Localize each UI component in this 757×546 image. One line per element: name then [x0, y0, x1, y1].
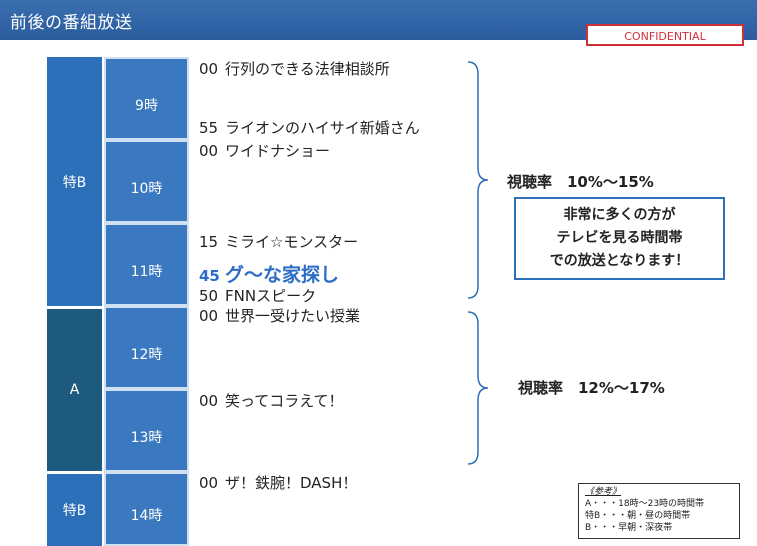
hour-block: 13時 — [104, 389, 189, 472]
hour-label: 11時 — [130, 263, 163, 280]
message-line: での放送となります！ — [549, 253, 690, 269]
program-item: 50 FNNスピーク — [199, 285, 316, 306]
program-item: 15 ミライ☆モンスター — [199, 231, 358, 252]
hour-label: 13時 — [130, 429, 163, 446]
hour-block: 14時 — [104, 472, 189, 546]
program-item: 00 世界一受けたい授業 — [199, 305, 360, 326]
rank-block-1: 特B — [47, 57, 102, 306]
hour-label: 10時 — [130, 180, 163, 197]
program-minute: 45 — [199, 267, 220, 285]
program-title: FNNスピーク — [225, 287, 317, 305]
program-item: 00 行列のできる法律相談所 — [199, 58, 390, 79]
hour-label: 14時 — [130, 508, 163, 524]
legend-line: B・・・早朝・深夜帯 — [585, 523, 673, 533]
message-line: 非常に多くの方が — [563, 207, 676, 223]
program-item: 55 ライオンのハイサイ新婚さん — [199, 117, 420, 138]
program-minute: 00 — [199, 392, 219, 410]
program-title: ライオンのハイサイ新婚さん — [225, 119, 420, 137]
legend-heading: 《参考》 — [585, 487, 622, 497]
rank-label: A — [69, 382, 80, 398]
rank-label: 特B — [62, 503, 87, 519]
hour-block: 12時 — [104, 306, 189, 389]
message-box: 非常に多くの方が テレビを見る時間帯 での放送となります！ — [514, 197, 725, 280]
program-title: ミライ☆モンスター — [225, 233, 359, 251]
hour-block: 10時 — [104, 140, 189, 223]
reference-legend: 《参考》 A・・・18時～23時の時間帯 特B・・・朝・昼の時間帯 B・・・早朝… — [578, 483, 740, 539]
brace-icon — [467, 311, 489, 465]
program-minute: 00 — [199, 307, 219, 325]
program-item: 00 ザ！鉄腕！DASH！ — [199, 472, 357, 493]
hour-label: 12時 — [130, 346, 163, 363]
program-minute: 15 — [199, 233, 219, 251]
hour-block: 11時 — [104, 223, 189, 306]
legend-line: 特B・・・朝・昼の時間帯 — [585, 511, 691, 521]
program-title: 笑ってコラえて！ — [225, 392, 344, 410]
hour-block: 9時 — [104, 57, 189, 140]
program-minute: 50 — [199, 287, 219, 305]
message-line: テレビを見る時間帯 — [556, 230, 683, 246]
legend-line: A・・・18時～23時の時間帯 — [585, 499, 705, 509]
rank-block-3: 特B — [47, 474, 102, 546]
page-title: 前後の番組放送 — [10, 13, 133, 33]
header-bar: 前後の番組放送 — [0, 0, 757, 40]
program-minute: 00 — [199, 60, 219, 78]
program-title: 世界一受けたい授業 — [225, 307, 361, 325]
rating-text: 視聴率 10%～15% — [507, 173, 654, 191]
rating-text: 視聴率 12%～17% — [518, 379, 665, 397]
program-minute: 00 — [199, 142, 219, 160]
program-item: 00 笑ってコラえて！ — [199, 390, 344, 411]
program-item: 00 ワイドナショー — [199, 140, 330, 161]
program-title: グ～な家探し — [225, 264, 340, 286]
hour-label: 9時 — [135, 97, 158, 114]
brace-icon — [467, 61, 489, 299]
program-title: ザ！鉄腕！DASH！ — [225, 474, 358, 492]
program-minute: 55 — [199, 119, 219, 137]
rank-block-2: A — [47, 309, 102, 471]
rank-label: 特B — [62, 174, 87, 191]
confidential-badge: CONFIDENTIAL — [586, 24, 744, 46]
program-minute: 00 — [199, 474, 219, 492]
program-title: ワイドナショー — [225, 142, 331, 160]
program-item-highlight: 45 グ～な家探し — [199, 260, 339, 287]
program-title: 行列のできる法律相談所 — [225, 60, 390, 78]
